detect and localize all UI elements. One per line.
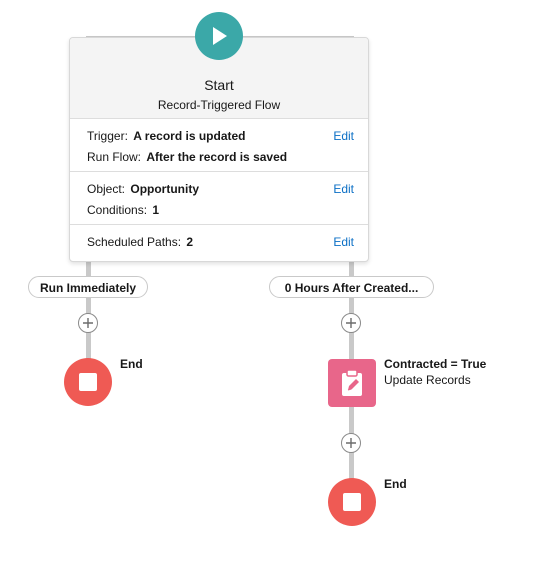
trigger-section: Trigger: A record is updated Run Flow: A… [70,119,368,172]
play-icon [213,27,227,45]
plus-icon [83,318,93,328]
update-records-type: Update Records [384,373,471,387]
edit-object-link[interactable]: Edit [333,182,354,196]
right-path-connector [349,36,354,496]
edit-scheduled-paths-link[interactable]: Edit [333,235,354,249]
clipboard-edit-icon [342,369,362,396]
edit-trigger-link[interactable]: Edit [333,129,354,143]
end-node-left[interactable] [64,358,112,406]
object-section: Object: Opportunity Conditions: 1 Edit [70,172,368,225]
trigger-label: Trigger: [87,129,128,143]
plus-icon [346,318,356,328]
run-flow-value: After the record is saved [146,150,288,164]
add-element-button-right-2[interactable] [341,433,361,453]
run-flow-label: Run Flow: [87,150,142,164]
object-value: Opportunity [130,182,200,196]
end-node-right[interactable] [328,478,376,526]
start-title: Start [204,77,234,93]
conditions-value: 1 [152,203,160,217]
path-label-run-immediately[interactable]: Run Immediately [28,276,148,298]
conditions-row: Conditions: 1 [87,202,351,223]
end-label-right: End [384,477,407,491]
add-element-button-right-1[interactable] [341,313,361,333]
stop-icon [79,373,97,391]
start-card[interactable]: Start Record-Triggered Flow Trigger: A r… [69,37,369,262]
trigger-value: A record is updated [133,129,246,143]
scheduled-paths-section: Scheduled Paths: 2 Edit [70,225,368,261]
run-flow-row: Run Flow: After the record is saved [87,149,351,170]
start-subtitle: Record-Triggered Flow [157,98,281,112]
plus-icon [346,438,356,448]
path-label-scheduled[interactable]: 0 Hours After Created... [269,276,434,298]
end-label-left: End [120,357,143,371]
stop-icon [343,493,361,511]
add-element-button-left[interactable] [78,313,98,333]
scheduled-paths-row: Scheduled Paths: 2 [87,234,351,255]
scheduled-paths-label: Scheduled Paths: [87,235,182,249]
update-records-node[interactable] [328,359,376,407]
conditions-label: Conditions: [87,203,148,217]
scheduled-paths-value: 2 [186,235,194,249]
update-records-title: Contracted = True [384,357,487,371]
trigger-row: Trigger: A record is updated [87,128,351,149]
start-node-icon[interactable] [195,12,243,60]
object-label: Object: [87,182,126,196]
object-row: Object: Opportunity [87,181,351,202]
